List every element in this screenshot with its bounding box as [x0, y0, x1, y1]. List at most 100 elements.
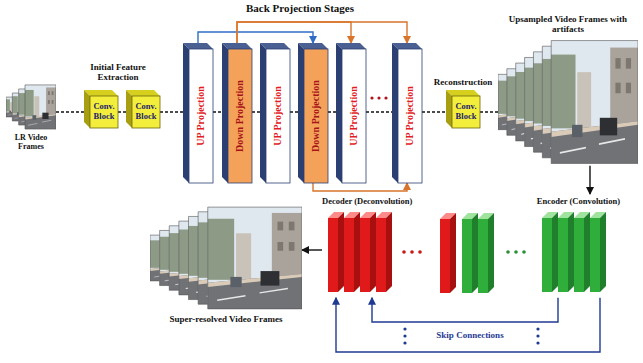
- drawing-part: [132, 96, 160, 128]
- video-frame: [25, 85, 56, 129]
- stack-heading: Encoder (Convolution): [510, 197, 620, 207]
- projection-label: UP Projection: [195, 86, 207, 146]
- drawing-part: [402, 250, 406, 254]
- drawing-part: [462, 219, 472, 293]
- drawing-part: [222, 43, 228, 183]
- drawing-part: [398, 49, 422, 183]
- video-frames-node: Super-resolved Video Frames: [150, 205, 302, 324]
- frames-caption: Upsampled Video Frames with artifacts: [498, 14, 638, 35]
- projection-block: Down Projection: [298, 43, 328, 183]
- drawing-part: [574, 218, 584, 292]
- drawing-part: [418, 250, 422, 254]
- drawing-part: [304, 49, 328, 183]
- drawing-part: [42, 113, 48, 119]
- decoder-slabs: [322, 210, 440, 298]
- drawing-part: [342, 49, 366, 183]
- drawing-part: [90, 96, 118, 128]
- video-frames-node: LR Video Frames: [6, 84, 56, 151]
- drawing-part: [542, 218, 552, 292]
- drawing-part: [403, 327, 406, 330]
- drawing-part: [577, 72, 591, 128]
- drawing-part: [48, 100, 50, 104]
- drawing-part: [386, 212, 392, 292]
- drawing-part: [261, 271, 280, 286]
- drawing-part: [208, 274, 302, 309]
- drawing-part: [6, 99, 10, 111]
- drawing-part: [12, 96, 17, 113]
- drawing-part: [208, 207, 302, 309]
- drawing-part: [551, 54, 575, 128]
- projection-label: Down Projection: [234, 80, 246, 152]
- drawing-part: [84, 90, 90, 128]
- drawing-part: [446, 90, 452, 128]
- drawing-part: [52, 91, 54, 95]
- connector: [480, 111, 498, 112]
- drawing-part: [25, 85, 56, 129]
- drawing-part: [551, 121, 638, 137]
- drawing-part: [56, 22, 600, 352]
- drawing-part: [354, 212, 360, 292]
- drawing-part: [19, 93, 26, 115]
- drawing-part: [446, 90, 480, 96]
- projection-block: UP Projection: [336, 43, 366, 183]
- drawing-part: [450, 213, 456, 293]
- drawing-part: [9, 111, 11, 113]
- connector: [302, 249, 322, 250]
- projection-block: Down Projection: [222, 43, 252, 183]
- drawing-part: [536, 341, 539, 344]
- drawing-part: [338, 212, 344, 292]
- drawing-part: [277, 222, 283, 231]
- projection-block: UP Projection: [392, 43, 422, 183]
- drawing-part: [208, 219, 234, 280]
- drawing-part: [25, 90, 34, 116]
- projection-block: UP Projection: [183, 43, 213, 183]
- drawing-part: [568, 212, 574, 292]
- drawing-part: [298, 43, 304, 183]
- video-frames: [498, 38, 638, 166]
- connector: [118, 111, 126, 112]
- drawing-part: [403, 334, 406, 337]
- drawing-part: [558, 218, 568, 292]
- drawing-part: [600, 212, 606, 292]
- connector: [198, 32, 313, 43]
- connector: [56, 111, 84, 112]
- drawing-part: [572, 125, 582, 137]
- drawing-part: [25, 114, 56, 129]
- drawing-part: [208, 207, 302, 309]
- drawing-part: [478, 219, 488, 293]
- drawing-part: [551, 121, 638, 163]
- drawing-part: [34, 96, 39, 116]
- connector: [237, 22, 407, 43]
- drawing-part: [376, 218, 386, 292]
- drawing-part: [522, 250, 526, 254]
- feature-stack: Encoder (Convolution): [510, 194, 620, 298]
- drawing-part: [25, 114, 56, 120]
- drawing-part: [328, 218, 338, 292]
- drawing-part: [506, 250, 510, 254]
- drawing-part: [536, 327, 539, 330]
- connector: [160, 111, 183, 112]
- drawing-part: [472, 213, 478, 293]
- drawing-part: [25, 85, 56, 129]
- connector: [213, 111, 222, 112]
- block-label: Conv. Block: [452, 102, 480, 122]
- drawing-part: [360, 218, 370, 292]
- drawing-part: [377, 96, 380, 99]
- connector: [237, 22, 351, 43]
- drawing-part: [46, 87, 56, 115]
- drawing-part: [392, 43, 398, 183]
- stack-heading: Decoder (Deconvolution): [322, 197, 440, 207]
- drawing-part: [126, 90, 132, 128]
- drawing-part: [272, 213, 302, 277]
- projection-label: UP Projection: [404, 86, 416, 146]
- section-label: Initial Feature Extraction: [76, 62, 160, 83]
- drawing-part: [590, 218, 600, 292]
- drawing-part: [126, 90, 160, 96]
- projection-label: UP Projection: [348, 86, 360, 146]
- drawing-part: [228, 49, 252, 183]
- conv-block: Conv. Block: [126, 90, 160, 128]
- drawing-part: [560, 139, 625, 153]
- projection-label: UP Projection: [272, 86, 284, 146]
- encoder-slabs: [510, 210, 620, 298]
- frames-caption: Super-resolved Video Frames: [150, 314, 302, 324]
